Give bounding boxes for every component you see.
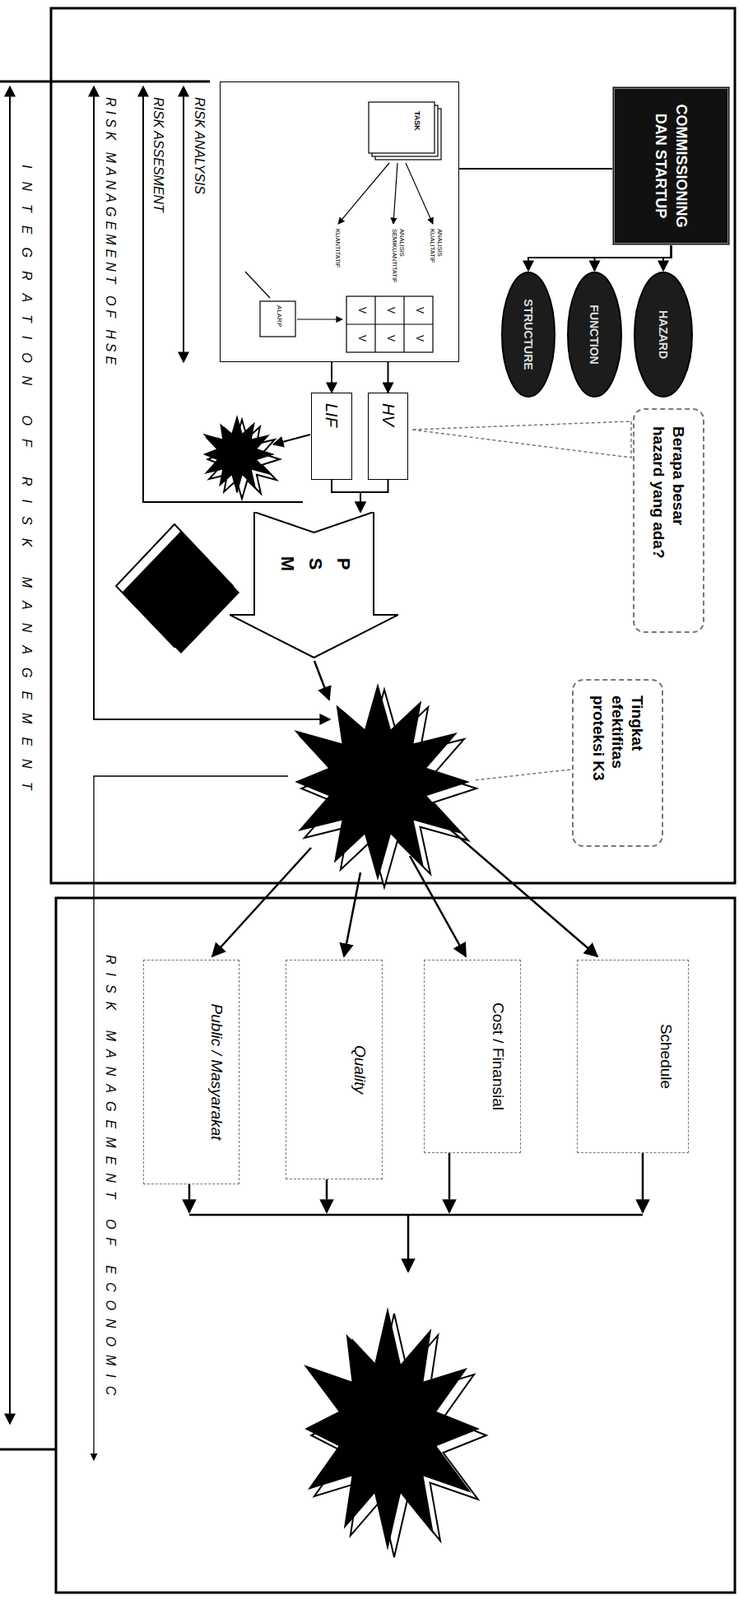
starburst <box>293 683 470 881</box>
flow-arrows <box>189 434 643 1272</box>
node-text: Tingkat efektifitas proteksi K3 <box>588 695 647 803</box>
node-text: STRUCTURE <box>521 298 535 370</box>
flow-arrow <box>212 847 312 957</box>
commissioning-box: COMMISSIONING DAN STARTUP <box>612 86 730 246</box>
analysis-arrow <box>338 162 390 224</box>
callout-pointer <box>411 421 632 458</box>
callout-box: Tingkat efektifitas proteksi K3 <box>571 678 664 847</box>
hse-frame <box>51 8 735 884</box>
node-text: Schedule <box>577 1023 675 1089</box>
starburst <box>303 1306 480 1551</box>
economic-frame <box>55 897 735 1593</box>
process-box: HV <box>367 392 409 480</box>
impact-box: Schedule <box>576 959 689 1153</box>
node-text: Quality <box>286 1045 369 1094</box>
scope-arrows <box>0 81 330 1460</box>
flow-arrow <box>343 872 361 957</box>
node-text: ANALISIS SEMIKUANTITATIF <box>390 228 406 295</box>
flow-arrow <box>314 660 330 700</box>
connector-arrow <box>387 362 390 393</box>
analysis-arrow <box>405 162 433 224</box>
impact-box: Cost / Finansial <box>423 959 521 1153</box>
label-text: V <box>356 306 368 314</box>
connector-arrow <box>330 362 333 393</box>
label-text: V <box>385 306 397 314</box>
label-text: RISK MANAGEMENT OF ECONOMIC <box>102 954 119 1404</box>
label-text: RISK ASSESMENT <box>150 97 167 213</box>
connector-arrow <box>360 479 389 512</box>
ellipse-shape <box>634 272 693 397</box>
matrix-line <box>374 296 376 353</box>
alarp-arrow <box>297 318 343 320</box>
ellipse-shape <box>501 272 555 397</box>
paper-sheet <box>368 102 435 154</box>
connector-arrow <box>459 167 613 170</box>
flow-arrow <box>409 855 466 957</box>
node-text: TASK <box>412 111 422 145</box>
node-text: Berapa besar hazard yang ada? <box>649 426 689 571</box>
merge-arrow <box>448 1152 451 1213</box>
callout-box: Berapa besar hazard yang ada? <box>632 408 705 633</box>
alarp-slope <box>245 271 270 298</box>
label-text: ALARP <box>274 305 284 327</box>
callout-pointer <box>474 769 571 781</box>
arrow-shape <box>229 511 399 658</box>
block-arrow: P S M <box>229 511 399 659</box>
label-text: V <box>413 334 426 342</box>
analysis-arrow <box>393 162 398 224</box>
node-text: ANALISIS KUALITATIF <box>428 228 444 279</box>
node-text: HV <box>378 403 398 427</box>
merge-arrow <box>641 1152 645 1213</box>
impact-box: Quality <box>285 959 383 1180</box>
merge-arrow <box>325 1179 329 1213</box>
connector-arrow <box>528 245 672 271</box>
node-text: LIF <box>322 403 342 428</box>
merge-line <box>189 1213 643 1217</box>
hazard-ellipse: HAZARD <box>632 270 694 399</box>
function-ellipse: FUNCTION <box>566 270 623 399</box>
matrix-line <box>403 296 405 353</box>
structure-ellipse: STRUCTURE <box>500 270 557 399</box>
label-text: RISK MANAGEMENT OF HSE <box>102 97 119 369</box>
node-text: Cost / Finansial <box>424 1002 507 1111</box>
connector-arrow <box>331 479 361 512</box>
diamond-symbol <box>116 524 240 654</box>
node-text: P S M <box>273 551 358 577</box>
scope-marker <box>0 1448 56 1451</box>
risk-assesment-arrow <box>143 86 303 502</box>
label-text: V <box>413 306 426 314</box>
matrix-line <box>346 323 433 325</box>
flow-arrow <box>236 485 239 493</box>
impact-box: Public / Masyarakat <box>143 959 240 1185</box>
node-text: HAZARD <box>656 310 670 359</box>
node-text: KUANTITATIF <box>334 228 342 289</box>
node-text: FUNCTION <box>588 304 602 364</box>
alarp-box <box>260 301 296 337</box>
task-illustration <box>245 102 442 353</box>
node-text: Public / Masyarakat <box>144 1003 226 1141</box>
integration-arrow <box>9 86 11 1424</box>
process-box: LIF <box>311 392 353 480</box>
starburst-symbols <box>202 414 487 1558</box>
matrix-grid <box>346 296 433 353</box>
label-text: V <box>356 334 368 342</box>
analysis-box: TASK ANALISIS KUALITATIF ANALISIS SEMIKUAN… <box>219 81 460 363</box>
label-text: INTEGRATION OF RISK MANAGEMENT <box>18 164 35 803</box>
flow-arrow <box>273 434 311 445</box>
economic-arrow <box>93 776 289 1460</box>
starburst <box>202 414 275 494</box>
risk-analysis-arrow <box>182 86 185 363</box>
merge-arrow <box>407 1214 410 1272</box>
node-text: COMMISSIONING DAN STARTUP <box>650 93 692 238</box>
ellipse-shape <box>567 272 622 397</box>
label-text: V <box>385 334 397 342</box>
label-text: RISK ANALYSIS <box>191 97 208 195</box>
scope-marker <box>0 80 210 84</box>
merge-arrow <box>188 1184 191 1213</box>
diamond-fill <box>121 530 240 654</box>
arrow-outline <box>229 511 399 659</box>
